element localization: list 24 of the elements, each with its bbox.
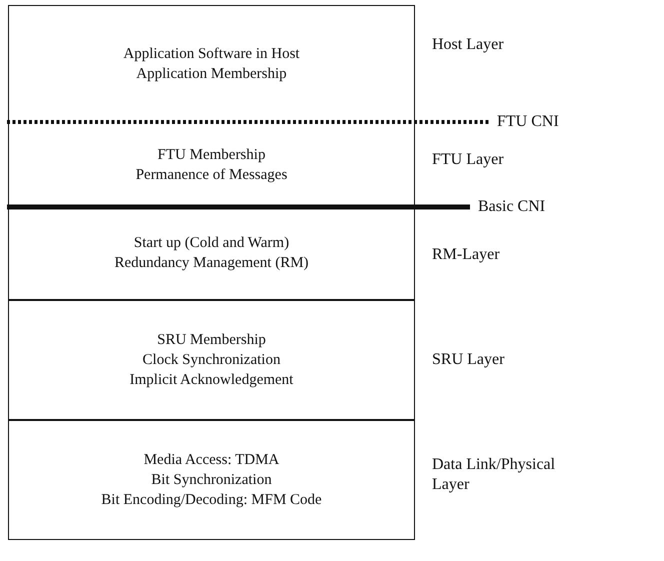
- function-text: Redundancy Management (RM): [114, 254, 309, 273]
- layer-box: [8, 420, 415, 540]
- function-text: Application Membership: [136, 65, 287, 84]
- layer-box: [8, 122, 415, 207]
- function-text: Permanence of Messages: [136, 166, 288, 184]
- function-text: Bit Synchronization: [151, 471, 272, 490]
- function-text: Application Software in Host: [123, 45, 300, 64]
- interface-label: FTU CNI: [497, 112, 559, 132]
- interface-label: Basic CNI: [478, 197, 546, 217]
- layer-name: SRU Layer: [432, 350, 506, 370]
- function-text: Media Access: TDMA: [144, 451, 280, 470]
- function-text: FTU Membership: [158, 146, 266, 164]
- layer-name: RM-Layer: [432, 245, 501, 265]
- function-text: SRU Membership: [157, 331, 266, 350]
- layer-box: [8, 300, 415, 420]
- layer-box: [8, 207, 415, 300]
- function-text: Implicit Acknowledgement: [130, 371, 294, 390]
- layer-name: Host Layer: [432, 35, 505, 55]
- layer-name: Data Link/Physical Layer: [432, 455, 556, 495]
- layer-name: FTU Layer: [432, 150, 505, 170]
- function-text: Clock Synchronization: [142, 351, 280, 370]
- function-text: Bit Encoding/Decoding: MFM Code: [101, 491, 322, 510]
- function-text: Start up (Cold and Warm): [134, 234, 290, 253]
- layer-box: [8, 5, 415, 122]
